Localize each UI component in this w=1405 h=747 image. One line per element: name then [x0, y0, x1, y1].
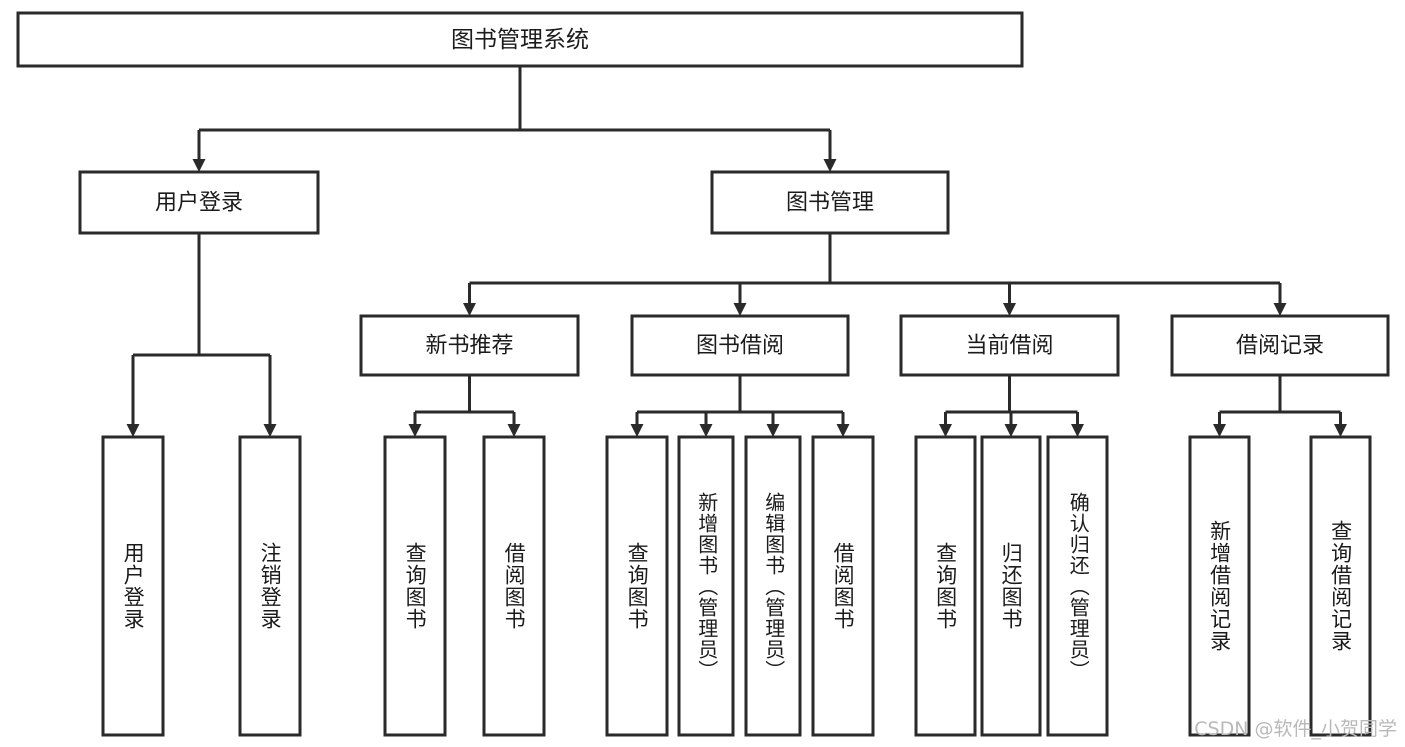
node-rect — [710, 170, 950, 235]
node-user-login[interactable]: 用户登录 — [78, 170, 320, 235]
node-label: 图书管理 — [786, 191, 874, 216]
node-leaf-query-record[interactable] — [1309, 435, 1372, 737]
arrow-head-icon — [939, 424, 952, 437]
node-rect — [811, 435, 875, 737]
node-rect — [482, 435, 546, 737]
arrow-head-icon — [1213, 424, 1226, 437]
node-label: 图书借阅 — [696, 334, 784, 359]
node-rect — [1309, 435, 1372, 737]
node-current-borrow[interactable]: 当前借阅 — [899, 314, 1120, 377]
node-root[interactable]: 图书管理系统 — [16, 11, 1024, 68]
node-rect — [1170, 314, 1390, 377]
node-leaf-return-book[interactable] — [980, 435, 1042, 737]
arrow-head-icon — [630, 424, 644, 437]
node-rect — [359, 314, 580, 377]
arrow-head-icon — [126, 424, 140, 437]
node-rect — [605, 435, 669, 737]
arrow-head-icon — [507, 424, 521, 437]
node-new-book-recommend[interactable]: 新书推荐 — [359, 314, 580, 377]
arrow-head-icon — [766, 424, 780, 437]
node-rect — [630, 314, 850, 377]
node-rect — [78, 170, 320, 235]
node-leaf-confirm-return[interactable] — [1046, 435, 1109, 737]
node-leaf-query-book-2[interactable] — [605, 435, 669, 737]
arrow-head-icon — [1071, 424, 1084, 437]
node-leaf-query-book-3[interactable] — [914, 435, 977, 737]
node-leaf-query-book-1[interactable] — [383, 435, 447, 737]
arrow-head-icon — [1004, 424, 1018, 437]
node-leaf-user-logout[interactable] — [238, 435, 302, 737]
arrow-head-icon — [1334, 424, 1347, 437]
arrow-head-icon — [733, 303, 747, 316]
arrow-head-icon — [263, 424, 277, 437]
node-rect — [101, 435, 165, 737]
node-borrow-record[interactable]: 借阅记录 — [1170, 314, 1390, 377]
arrow-head-icon — [463, 303, 476, 316]
node-rect — [383, 435, 447, 737]
arrow-head-icon — [699, 424, 713, 437]
node-rect — [1046, 435, 1109, 737]
node-rect — [980, 435, 1042, 737]
node-leaf-add-book[interactable] — [677, 435, 735, 737]
node-rect — [1188, 435, 1251, 737]
node-leaf-add-record[interactable] — [1188, 435, 1251, 737]
arrow-head-icon — [408, 424, 422, 437]
node-label: 用户登录 — [155, 191, 243, 216]
arrow-head-icon — [192, 159, 206, 172]
node-rect — [238, 435, 302, 737]
arrow-head-icon — [1273, 303, 1287, 316]
node-leaf-edit-book[interactable] — [744, 435, 802, 737]
node-rect — [914, 435, 977, 737]
arrow-head-icon — [836, 424, 850, 437]
arrow-head-icon — [823, 159, 837, 172]
node-label: 借阅记录 — [1236, 334, 1324, 359]
node-rect — [899, 314, 1120, 377]
node-leaf-borrow-book-1[interactable] — [482, 435, 546, 737]
arrow-head-icon — [1003, 303, 1016, 316]
node-leaf-borrow-book-2[interactable] — [811, 435, 875, 737]
node-rect — [677, 435, 735, 737]
node-rect — [744, 435, 802, 737]
node-leaf-user-login[interactable] — [101, 435, 165, 737]
node-label: 当前借阅 — [965, 334, 1053, 359]
edges-layer — [126, 66, 1347, 437]
node-book-manage[interactable]: 图书管理 — [710, 170, 950, 235]
node-label: 图书管理系统 — [451, 27, 589, 53]
node-rect — [16, 11, 1024, 68]
node-label: 新书推荐 — [425, 334, 513, 359]
node-book-borrow[interactable]: 图书借阅 — [630, 314, 850, 377]
